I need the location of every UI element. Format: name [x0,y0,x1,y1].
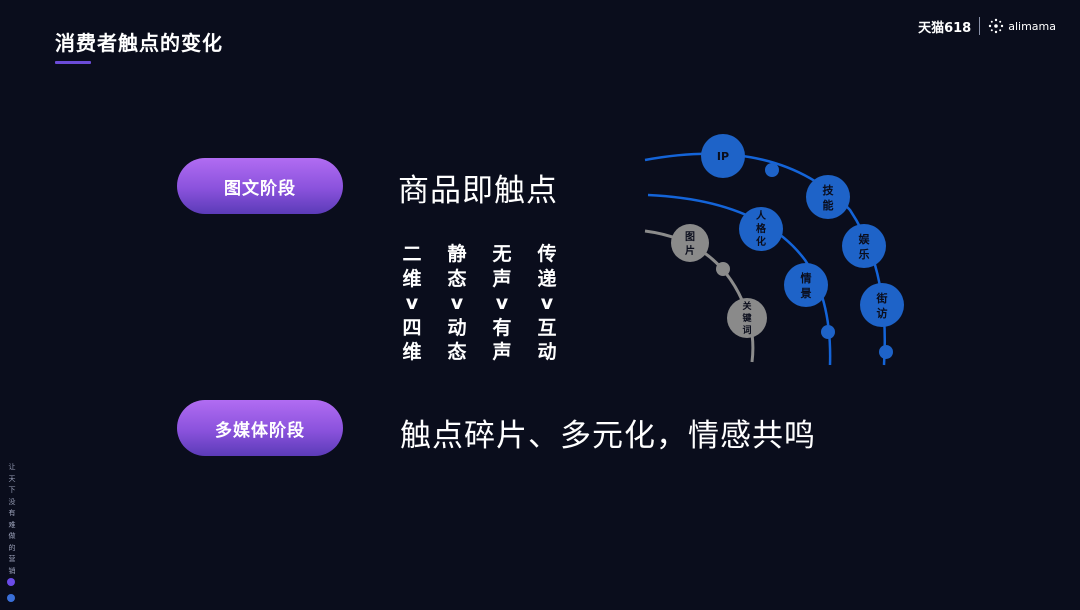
stage-pill-graphic-text: 图文阶段 [177,158,343,214]
transition-arrow: v [450,292,464,314]
alimama-wordmark: alimama [1008,19,1056,33]
node-skill: 技 能 [806,175,850,219]
node-scenario: 情 景 [784,263,828,307]
transition-to-char: 动 [447,316,467,339]
tmall-logo: 天猫618 [918,20,972,36]
node-entertainment-label: 乐 [859,247,870,261]
transition-column-2: 静 态 v 动 态 [445,242,469,365]
node-picture-label: 图 [685,231,695,243]
side-slogan-char: 做 [8,532,16,540]
side-slogan-char: 难 [8,520,16,529]
brand-logos: 天猫618 alimama [918,14,1056,38]
transition-to-char: 态 [447,341,467,363]
transition-to-char: 互 [537,316,557,339]
transition-column-3: 无 声 v 有 声 [490,242,514,365]
node-scenario-label: 情 [801,271,812,285]
side-slogan: 让 天 下 没 有 难 做 的 营 销 [6,462,18,577]
side-slogan-char: 的 [8,543,16,552]
side-slogan-char: 天 [8,474,16,483]
side-slogan-char: 下 [8,486,16,494]
node-entertainment: 娱 乐 [842,224,886,268]
node-street-interview-label: 街 [876,291,888,305]
transition-from-char: 传 [537,243,557,265]
transition-from-char: 无 [492,243,512,265]
transition-to-char: 动 [537,341,557,363]
alimama-logo: alimama [988,18,1056,34]
transition-from-char: 递 [537,267,557,290]
transition-from-char: 维 [402,267,422,290]
node-personification-label: 格 [756,222,767,235]
middle-arc [647,193,832,366]
transition-to-char: 声 [492,341,512,363]
page-title: 消费者触点的变化 [55,31,223,55]
stage-1-headline: 商品即触点 [398,173,558,209]
alimama-icon [989,18,1004,34]
transition-from-char: 二 [402,243,422,265]
node-ip: IP [701,134,745,178]
title-underline [55,61,91,64]
transition-to-char: 维 [402,341,422,363]
middle-arc-end-dot [821,325,835,339]
side-slogan-char: 让 [8,463,16,471]
node-street-interview-label: 访 [877,306,888,320]
node-keyword-label: 键 [741,312,752,324]
side-slogan-char: 没 [8,497,16,506]
transition-from-char: 静 [447,243,467,265]
node-skill-label: 技 [823,183,835,197]
stage-2-headline: 触点碎片、多元化，情感共鸣 [400,418,816,454]
node-street-interview: 街 访 [860,283,904,327]
outer-arc-end-dot [879,345,893,359]
transition-arrow: v [405,292,419,314]
stage-pill-multimedia: 多媒体阶段 [177,400,343,456]
node-keyword: 关 键 词 [727,298,767,338]
node-skill-label: 能 [823,198,834,212]
inner-arc-dot [716,262,730,276]
outer-arc-dot [765,163,779,177]
node-scenario-label: 景 [800,287,812,300]
node-keyword-label: 关 [742,300,751,312]
side-slogan-char: 有 [8,509,16,517]
node-picture: 图 片 [671,224,709,262]
node-personification-label: 化 [756,235,766,248]
transition-arrow: v [540,292,554,314]
node-picture-label: 片 [685,244,695,257]
side-slogan-char: 销 [8,566,16,575]
transition-arrow: v [495,292,509,314]
side-progress-dot [7,578,15,586]
transition-from-char: 声 [492,267,512,290]
node-ip-label: IP [717,150,729,163]
logo-divider [979,17,981,35]
transition-column-4: 传 递 v 互 动 [535,242,559,365]
node-personification: 人 格 化 [739,207,783,251]
side-slogan-char: 营 [8,555,16,563]
transition-from-char: 态 [447,267,467,290]
side-location-pin-icon [7,594,15,602]
node-keyword-label: 词 [742,324,751,336]
node-personification-label: 人 [756,209,767,222]
transition-to-char: 有 [492,316,512,339]
transition-column-1: 二 维 v 四 维 [400,242,424,365]
node-entertainment-label: 娱 [859,232,871,246]
transition-to-char: 四 [402,316,422,339]
